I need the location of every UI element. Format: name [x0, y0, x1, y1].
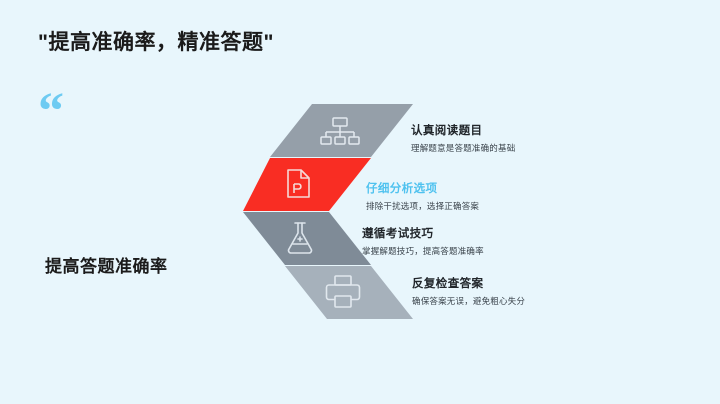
- chevron-band-2[interactable]: [243, 158, 371, 211]
- presentation-file-icon: [287, 169, 310, 198]
- step-item-2[interactable]: 仔细分析选项 排除干扰选项，选择正确答案: [366, 180, 479, 212]
- step-title: 反复检查答案: [412, 278, 484, 290]
- flask-icon: [287, 222, 313, 254]
- step-title: 遵循考试技巧: [362, 228, 434, 240]
- step-item-1[interactable]: 认真阅读题目 理解题意是答题准确的基础: [411, 122, 515, 154]
- chevron-band-4[interactable]: [285, 266, 413, 319]
- step-description: 排除干扰选项，选择正确答案: [366, 201, 480, 211]
- chevron-band-3[interactable]: [243, 212, 371, 265]
- chevron-diagram: [243, 104, 413, 320]
- page-title: "提高准确率，精准答题": [38, 31, 274, 54]
- step-title: 仔细分析选项: [366, 183, 438, 195]
- step-title: 认真阅读题目: [411, 125, 483, 137]
- lead-statement: 提高答题准确率: [45, 257, 168, 276]
- step-item-3[interactable]: 遵循考试技巧 掌握解题技巧，提高答题准确率: [362, 225, 484, 257]
- step-description: 理解题意是答题准确的基础: [411, 143, 516, 153]
- step-item-4[interactable]: 反复检查答案 确保答案无误，避免粗心失分: [412, 275, 525, 307]
- chevron-band-1[interactable]: [270, 104, 413, 157]
- step-description: 掌握解题技巧，提高答题准确率: [362, 246, 484, 256]
- org-chart-icon: [320, 117, 360, 145]
- quote-mark-icon: “: [38, 83, 64, 140]
- step-description: 确保答案无误，避免粗心失分: [412, 296, 526, 306]
- printer-icon: [325, 275, 361, 308]
